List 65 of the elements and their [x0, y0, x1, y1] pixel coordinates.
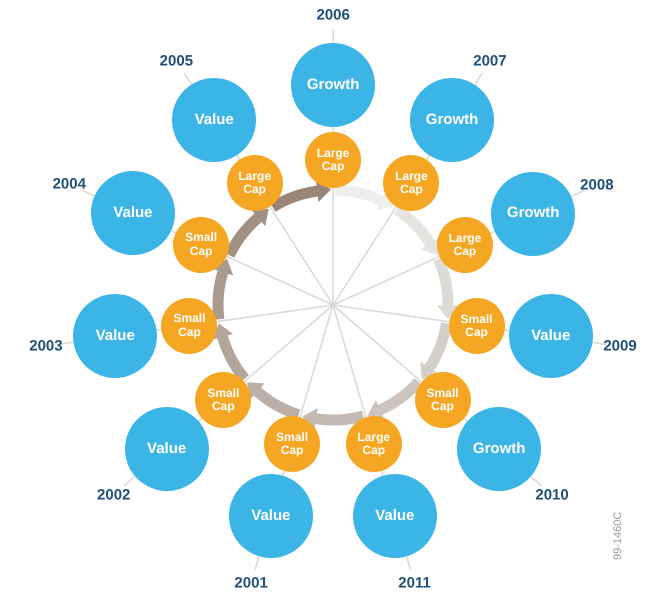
year-label: 2007 — [473, 52, 507, 70]
style-circle: Growth — [491, 172, 576, 256]
spoke-line — [332, 188, 334, 305]
spoke-line — [226, 256, 334, 306]
spoke-line — [332, 29, 334, 43]
style-circle: Value — [228, 474, 313, 558]
style-circle: Value — [172, 78, 256, 162]
year-label: 2001 — [234, 574, 268, 592]
spoke-line — [282, 470, 285, 476]
spoke-line — [60, 341, 74, 345]
spoke-line — [124, 476, 136, 486]
size-circle: Large Cap — [305, 132, 362, 188]
size-circle: Large Cap — [226, 154, 283, 211]
spoke-line — [332, 127, 334, 132]
spoke-line — [332, 304, 422, 382]
style-circle: Value — [73, 294, 158, 378]
cycle-arrow — [212, 258, 234, 320]
cycle-arrow — [420, 322, 452, 380]
year-label: 2011 — [398, 574, 431, 592]
size-circle: Small Cap — [264, 416, 320, 472]
year-label: 2009 — [603, 338, 637, 355]
spoke-line — [183, 72, 192, 85]
spoke-line — [332, 206, 397, 306]
size-circle: Small Cap — [195, 372, 252, 428]
size-circle: Small Cap — [173, 216, 230, 273]
year-label: 2008 — [580, 176, 614, 194]
spoke-line — [592, 342, 606, 346]
spoke-line — [380, 470, 384, 476]
year-label: 2004 — [52, 176, 86, 193]
cycle-arrow — [334, 184, 394, 211]
cycle-arrow — [394, 205, 439, 255]
size-circle: Small Cap — [448, 298, 504, 354]
spoke-line — [299, 304, 334, 418]
spoke-line — [170, 230, 176, 234]
spoke-line — [244, 304, 334, 382]
spoke-line — [332, 304, 449, 323]
spoke-line — [474, 72, 484, 86]
size-circle: Small Cap — [161, 298, 218, 354]
spoke-line — [530, 476, 542, 486]
size-circle: Large Cap — [346, 416, 402, 472]
spoke-line — [236, 154, 240, 160]
cycle-arrow — [433, 257, 459, 320]
spoke-line — [269, 206, 334, 306]
style-circle: Value — [90, 171, 175, 256]
year-label: 2006 — [316, 6, 350, 24]
spoke-line — [571, 190, 584, 198]
spoke-line — [406, 556, 412, 570]
size-circle: Large Cap — [436, 216, 493, 273]
figure-id: 99-1460C — [612, 512, 624, 560]
style-circle: Value — [508, 294, 593, 378]
cycle-arrow — [212, 324, 250, 382]
spoke-line — [332, 256, 440, 306]
spoke-line — [217, 304, 334, 322]
cycle-arrow — [270, 180, 331, 212]
size-circle: Large Cap — [383, 155, 440, 212]
cycle-arrow — [368, 378, 422, 420]
year-label: 2003 — [29, 338, 63, 355]
style-circle: Value — [352, 474, 437, 558]
spoke-line — [332, 304, 367, 418]
spoke-line — [82, 189, 96, 197]
spoke-line — [254, 556, 260, 570]
year-label: 2005 — [160, 52, 194, 70]
size-circle: Small Cap — [414, 372, 471, 428]
style-circle: Growth — [410, 78, 494, 162]
style-circle: Growth — [291, 43, 376, 127]
